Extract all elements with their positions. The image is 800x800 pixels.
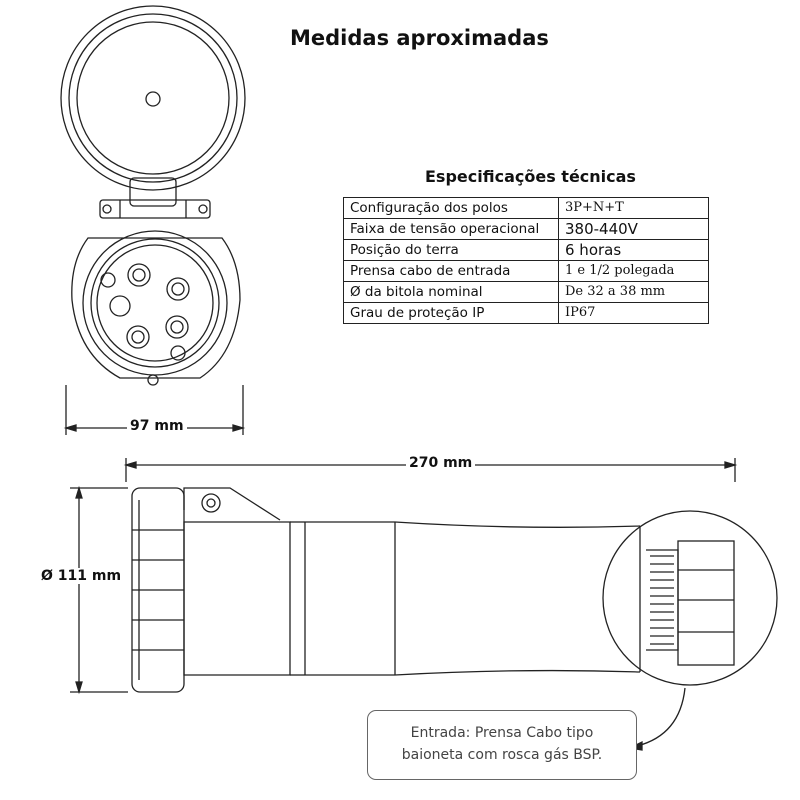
spec-value: 6 horas [558, 239, 709, 261]
table-row: Configuração dos polos 3P+N+T [343, 197, 709, 219]
spec-value: IP67 [558, 302, 709, 324]
width-dimension-label: 97 mm [127, 418, 187, 434]
table-row: Prensa cabo de entrada 1 e 1/2 polegada [343, 260, 709, 282]
specs-table: Configuração dos polos 3P+N+T Faixa de t… [343, 197, 709, 324]
callout-line-2: baioneta com rosca gás BSP. [401, 747, 603, 763]
spec-value: De 32 a 38 mm [558, 281, 709, 303]
spec-label: Faixa de tensão operacional [343, 218, 559, 240]
page-title: Medidas aproximadas [290, 26, 549, 50]
callout-box: Entrada: Prensa Cabo tipo baioneta com r… [367, 710, 637, 780]
spec-value: 380-440V [558, 218, 709, 240]
table-row: Ø da bitola nominal De 32 a 38 mm [343, 281, 709, 303]
length-dimension-label: 270 mm [406, 455, 476, 471]
spec-value: 1 e 1/2 polegada [558, 260, 709, 282]
table-row: Faixa de tensão operacional 380-440V [343, 218, 709, 240]
callout-line-1: Entrada: Prensa Cabo tipo [410, 725, 594, 741]
table-row: Posição do terra 6 horas [343, 239, 709, 261]
spec-label: Grau de proteção IP [343, 302, 559, 324]
callout-arrow [627, 687, 686, 751]
side-view [131, 487, 778, 693]
specs-heading: Especificações técnicas [425, 167, 636, 186]
table-row: Grau de proteção IP IP67 [343, 302, 709, 324]
front-view [60, 5, 246, 386]
spec-label: Configuração dos polos [343, 197, 559, 219]
diameter-dimension-label: Ø 111 mm [38, 568, 125, 584]
width-dimension-line [63, 385, 246, 435]
spec-label: Ø da bitola nominal [343, 281, 559, 303]
spec-label: Prensa cabo de entrada [343, 260, 559, 282]
diameter-dimension-line [70, 485, 128, 695]
spec-value: 3P+N+T [558, 197, 709, 219]
spec-label: Posição do terra [343, 239, 559, 261]
